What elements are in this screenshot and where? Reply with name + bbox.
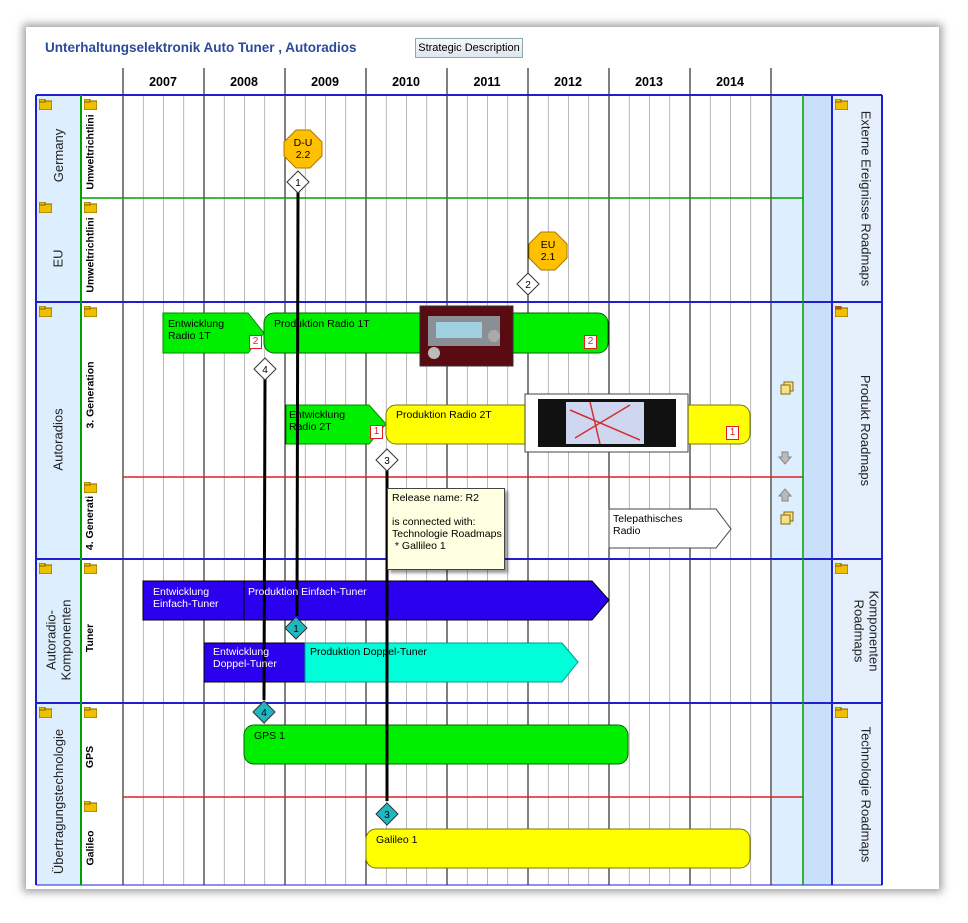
subrow-label-tuner: Tuner (84, 623, 97, 652)
year-2012: 2012 (554, 75, 582, 89)
link-diamond-number: 3 (384, 810, 390, 821)
link-diamond-d4[interactable]: 3 (375, 448, 399, 472)
folder-icon[interactable] (84, 202, 97, 213)
link-diamond-d2[interactable]: 2 (516, 272, 540, 296)
folder-icon[interactable] (835, 306, 848, 317)
copy-icon[interactable] (780, 381, 794, 395)
bar-gps-1 (243, 724, 629, 765)
link-diamond-d3[interactable]: 4 (253, 357, 277, 381)
milestone-du-label[interactable]: D-U 2.2 (293, 137, 313, 161)
bar-label-produktion-einfach-tuner[interactable]: Produktion Einfach-Tuner (248, 586, 367, 598)
radio-1t-photo (419, 305, 514, 367)
folder-icon[interactable] (84, 563, 97, 574)
folder-icon[interactable] (39, 202, 52, 213)
milestone-eu-label[interactable]: EU 2.1 (540, 239, 556, 263)
year-2010: 2010 (392, 75, 420, 89)
folder-icon[interactable] (835, 563, 848, 574)
copy-icon[interactable] (780, 511, 794, 525)
subrow-label-galileo: Galileo (84, 829, 97, 866)
bar-label-gps-1[interactable]: GPS 1 (254, 730, 285, 742)
bar-galileo-1 (365, 828, 751, 869)
release-tooltip: Release name: R2 is connected with: Tech… (387, 488, 505, 570)
folder-icon[interactable] (835, 99, 848, 110)
link-diamond-number: 4 (261, 708, 267, 719)
year-2013: 2013 (635, 75, 663, 89)
link-diamond-number: 2 (525, 280, 531, 291)
arrow-down-icon[interactable] (778, 451, 792, 465)
group-label-externe: Externe Ereignisse Roadmaps (858, 110, 874, 287)
bar-label-produktion-radio-1t[interactable]: Produktion Radio 1T (274, 318, 370, 330)
year-2007: 2007 (149, 75, 177, 89)
subrow-label-gps: GPS (84, 745, 97, 768)
group-label-eu: EU (51, 248, 66, 268)
folder-icon[interactable] (84, 707, 97, 718)
bar-label-galileo-1[interactable]: Galileo 1 (376, 834, 418, 846)
link-diamond-number: 1 (293, 624, 299, 635)
release-badge[interactable]: 1 (370, 425, 383, 439)
release-badge[interactable]: 1 (726, 426, 739, 440)
link-diamond-number: 4 (262, 365, 268, 376)
bar-label-entwicklung-radio-1t[interactable]: Entwicklung Radio 1T (168, 318, 225, 342)
folder-icon[interactable] (39, 99, 52, 110)
year-2008: 2008 (230, 75, 258, 89)
bar-label-produktion-radio-2t[interactable]: Produktion Radio 2T (396, 409, 492, 421)
folder-icon[interactable] (84, 482, 97, 493)
bar-produktion-einfach-tuner (243, 580, 610, 621)
release-badge[interactable]: 2 (249, 335, 262, 349)
year-2014: 2014 (716, 75, 744, 89)
year-2011: 2011 (473, 75, 501, 89)
link-diamond-number: 1 (295, 178, 301, 189)
group-label-komponenten-right: Komponenten Roadmaps (851, 590, 882, 672)
bar-label-produktion-doppel-tuner[interactable]: Produktion Doppel-Tuner (310, 646, 427, 658)
milestone-eu-shape (528, 231, 568, 271)
bar-label-telepathisches-radio[interactable]: Telepathisches Radio (613, 513, 683, 537)
folder-icon[interactable] (39, 707, 52, 718)
radio-2t-photo (524, 393, 689, 453)
link-diamond-number: 3 (384, 456, 390, 467)
link-diamond-d1[interactable]: 1 (286, 170, 310, 194)
bar-telepathisches-radio (608, 508, 732, 549)
group-label-produkt: Produkt Roadmaps (858, 374, 874, 487)
group-label-uebertragungstechnologie: Übertragungstechnologie (51, 728, 66, 875)
strategic-description-button[interactable]: Strategic Description (415, 38, 523, 58)
group-label-komponenten: Autoradio- Komponenten (43, 599, 74, 680)
year-2009: 2009 (311, 75, 339, 89)
bar-label-entwicklung-radio-2t[interactable]: Entwicklung Radio 2T (289, 409, 346, 433)
folder-icon[interactable] (84, 99, 97, 110)
link-diamond-d5[interactable]: 1 (284, 616, 308, 640)
group-label-germany: Germany (51, 128, 66, 182)
arrow-up-icon[interactable] (778, 488, 792, 502)
release-badge[interactable]: 2 (584, 335, 597, 349)
bar-label-entwicklung-einfach-tuner[interactable]: Entwicklung Einfach-Tuner (153, 586, 219, 610)
folder-icon[interactable] (835, 707, 848, 718)
subrow-label-4-generation: 4. Generati (84, 495, 97, 550)
subrow-label-umwelt-eu: Umweltrichtlini (84, 216, 97, 293)
folder-icon[interactable] (84, 801, 97, 812)
subrow-label-umwelt-germany: Umweltrichtlini (84, 113, 97, 190)
bar-produktion-doppel-tuner (304, 642, 579, 683)
group-label-technologie: Technologie Roadmaps (858, 726, 874, 862)
folder-icon[interactable] (39, 563, 52, 574)
bar-label-entwicklung-doppel-tuner[interactable]: Entwicklung Doppel-Tuner (213, 646, 277, 670)
subrow-label-3-generation: 3. Generation (84, 361, 97, 429)
folder-icon[interactable] (39, 306, 52, 317)
group-label-autoradios: Autoradios (51, 408, 66, 471)
milestone-du-shape (283, 129, 323, 169)
link-diamond-d6[interactable]: 4 (252, 700, 276, 724)
link-diamond-d7[interactable]: 3 (375, 802, 399, 826)
page-title: Unterhaltungselektronik Auto Tuner , Aut… (45, 40, 357, 55)
folder-icon[interactable] (84, 306, 97, 317)
